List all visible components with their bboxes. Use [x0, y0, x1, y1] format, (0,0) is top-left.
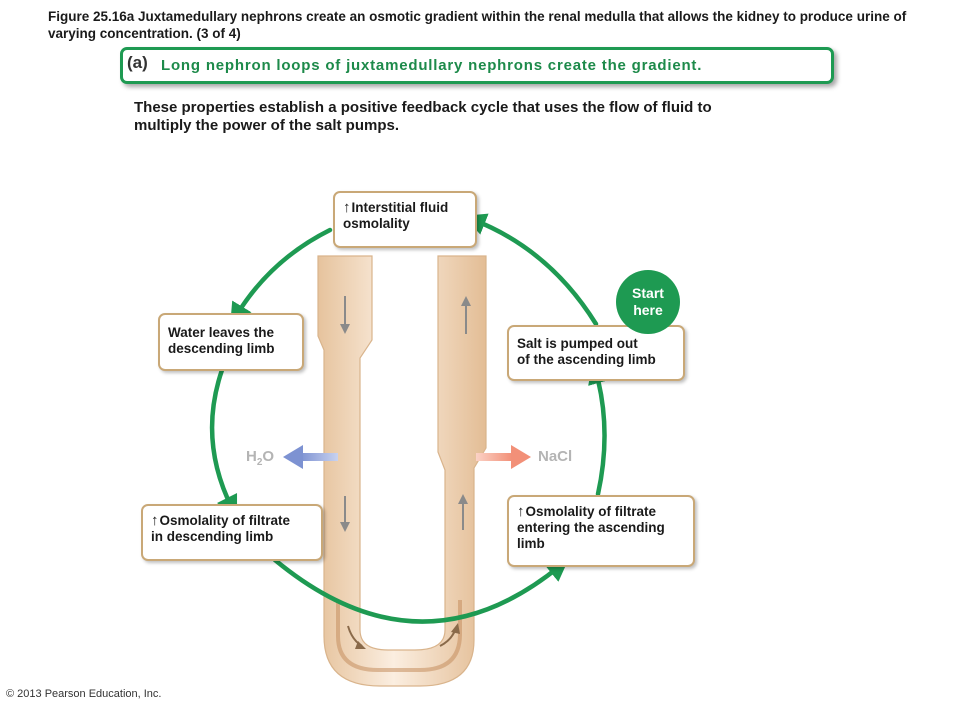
increase-arrow-icon: ↑: [517, 503, 525, 520]
water-label-o: O: [262, 448, 275, 465]
flow-up-arrow-top: [461, 296, 471, 334]
osmolality-descending-line1: Osmolality of filtrate: [159, 513, 291, 528]
osmolality-descending-line2: in descending limb: [151, 529, 274, 544]
salt-pumped-box: Salt is pumped out of the ascending limb: [507, 325, 685, 381]
copyright-notice: © 2013 Pearson Education, Inc.: [6, 688, 162, 700]
osmolality-descending-box: ↑Osmolality of filtrate in descending li…: [141, 504, 323, 561]
salt-pumped-line1: Salt is pumped out: [517, 336, 638, 351]
banner-letter: (a): [127, 53, 148, 72]
loop-of-henle: [317, 255, 487, 687]
flow-down-arrow-top: [340, 296, 350, 334]
osmolality-ascending-line2: entering the ascending: [517, 520, 665, 535]
increase-arrow-icon: ↑: [343, 199, 351, 216]
interstitial-fluid-line2: osmolality: [343, 216, 410, 231]
interstitial-fluid-line1: Interstitial fluid: [351, 200, 449, 215]
osmolality-ascending-box: ↑Osmolality of filtrate entering the asc…: [507, 495, 695, 567]
osmolality-ascending-line1: Osmolality of filtrate: [525, 504, 657, 519]
water-label-h: H: [246, 448, 257, 465]
osmolality-ascending-line3: limb: [517, 536, 545, 551]
flow-down-arrow-bottom: [340, 496, 350, 532]
water-leaves-box: Water leaves the descending limb: [158, 313, 304, 371]
increase-arrow-icon: ↑: [151, 512, 159, 529]
section-banner: (a) Long nephron loops of juxtamedullary…: [120, 47, 834, 84]
banner-text: Long nephron loops of juxtamedullary nep…: [161, 57, 703, 74]
salt-label: NaCl: [538, 448, 573, 465]
water-label-sub: 2: [256, 457, 263, 468]
interstitial-fluid-box: ↑Interstitial fluid osmolality: [333, 191, 477, 248]
figure-title: Figure 25.16a Juxtamedullary nephrons cr…: [48, 9, 907, 41]
cycle-arrow-right: [588, 361, 610, 497]
start-badge-line1: Start: [632, 285, 664, 301]
cycle-arrow-bottom: [272, 557, 569, 624]
tubule-wall: [317, 255, 487, 687]
water-leaves-line2: descending limb: [168, 341, 275, 356]
flow-turn-arrow-left: [347, 625, 366, 649]
cycle-arrow-left: [209, 367, 238, 519]
start-badge-line2: here: [633, 302, 663, 318]
water-label: H2O: [246, 448, 274, 468]
water-exit-arrow: [283, 445, 338, 469]
flow-turn-arrow-right: [439, 623, 460, 647]
salt-pumped-line2: of the ascending limb: [517, 352, 656, 367]
start-here-badge: Start here: [616, 270, 680, 334]
cycle-arrow-top-left: [230, 227, 333, 326]
intro-text: These properties establish a positive fe…: [134, 99, 712, 134]
tubule-lumen: [336, 600, 462, 672]
cycle-arrow-top-right: [463, 213, 599, 327]
salt-exit-arrow: [476, 445, 531, 469]
water-leaves-line1: Water leaves the: [168, 325, 275, 340]
flow-up-arrow-bottom: [458, 494, 468, 530]
cycle-arrows: [209, 213, 610, 624]
